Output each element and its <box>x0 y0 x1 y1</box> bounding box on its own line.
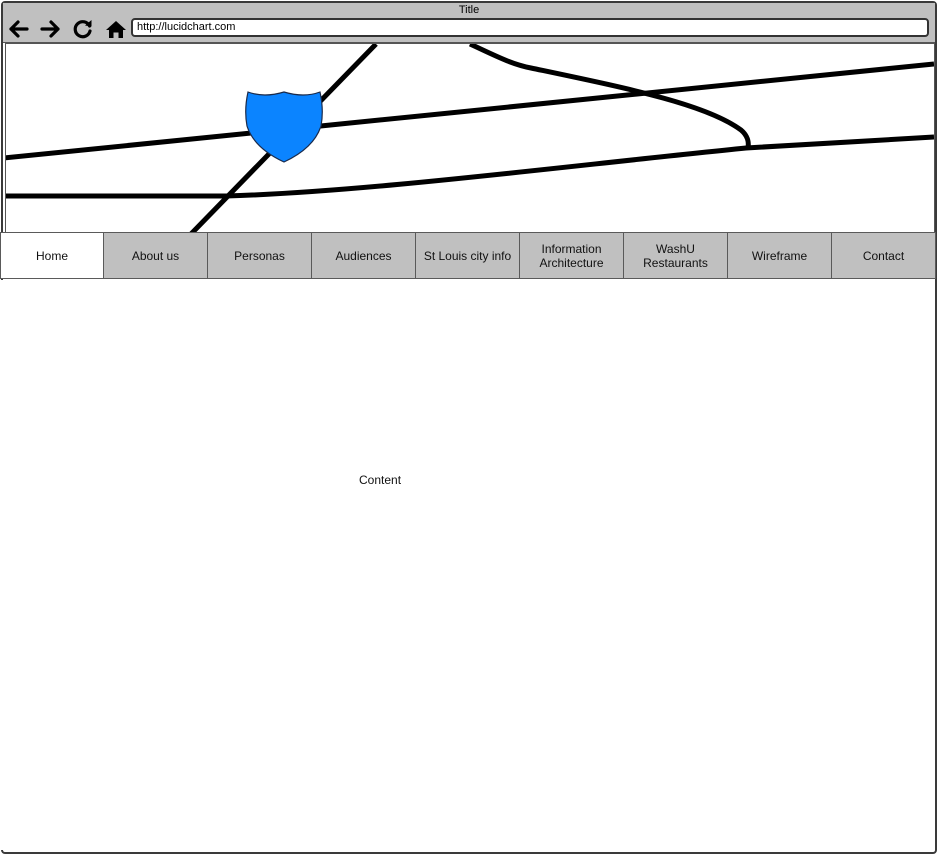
content-placeholder-label: Content <box>359 473 402 487</box>
home-button[interactable] <box>103 16 129 42</box>
tab-label: Contact <box>862 248 905 263</box>
arrow-right-icon <box>40 20 60 38</box>
forward-button[interactable] <box>38 16 64 42</box>
tab-label: Information Architecture <box>539 241 604 270</box>
banner-map-image <box>3 41 935 236</box>
tab-wireframe[interactable]: Wireframe <box>728 232 832 279</box>
tab-information-architecture[interactable]: Information Architecture <box>520 232 624 279</box>
tab-label: Audiences <box>335 248 392 263</box>
tab-label: St Louis city info <box>423 248 512 263</box>
browser-chrome: Title http://lucidchart.com <box>3 3 935 43</box>
tab-contact[interactable]: Contact <box>832 232 936 279</box>
tab-label: Home <box>35 248 68 263</box>
back-button[interactable] <box>5 16 31 42</box>
url-input[interactable]: http://lucidchart.com <box>131 18 929 37</box>
content-area: Content <box>0 280 932 850</box>
tab-home[interactable]: Home <box>0 232 104 279</box>
tab-label: Personas <box>234 248 285 263</box>
arrow-left-icon <box>9 20 29 38</box>
tab-audiences[interactable]: Audiences <box>312 232 416 279</box>
window-title: Title <box>458 4 480 16</box>
reload-icon <box>73 20 92 39</box>
tab-personas[interactable]: Personas <box>208 232 312 279</box>
tab-label: WashU Restaurants <box>643 241 708 270</box>
tab-label: Wireframe <box>751 248 808 263</box>
tab-label: About us <box>131 248 180 263</box>
interstate-shield-icon <box>245 91 323 163</box>
road-map-illustration <box>3 41 935 236</box>
tab-st-louis-city-info[interactable]: St Louis city info <box>416 232 520 279</box>
tab-washu-restaurants[interactable]: WashU Restaurants <box>624 232 728 279</box>
tab-about-us[interactable]: About us <box>104 232 208 279</box>
home-icon <box>106 21 126 38</box>
reload-button[interactable] <box>70 16 96 42</box>
nav-tabs: Home About us Personas Audiences St Loui… <box>0 232 936 280</box>
